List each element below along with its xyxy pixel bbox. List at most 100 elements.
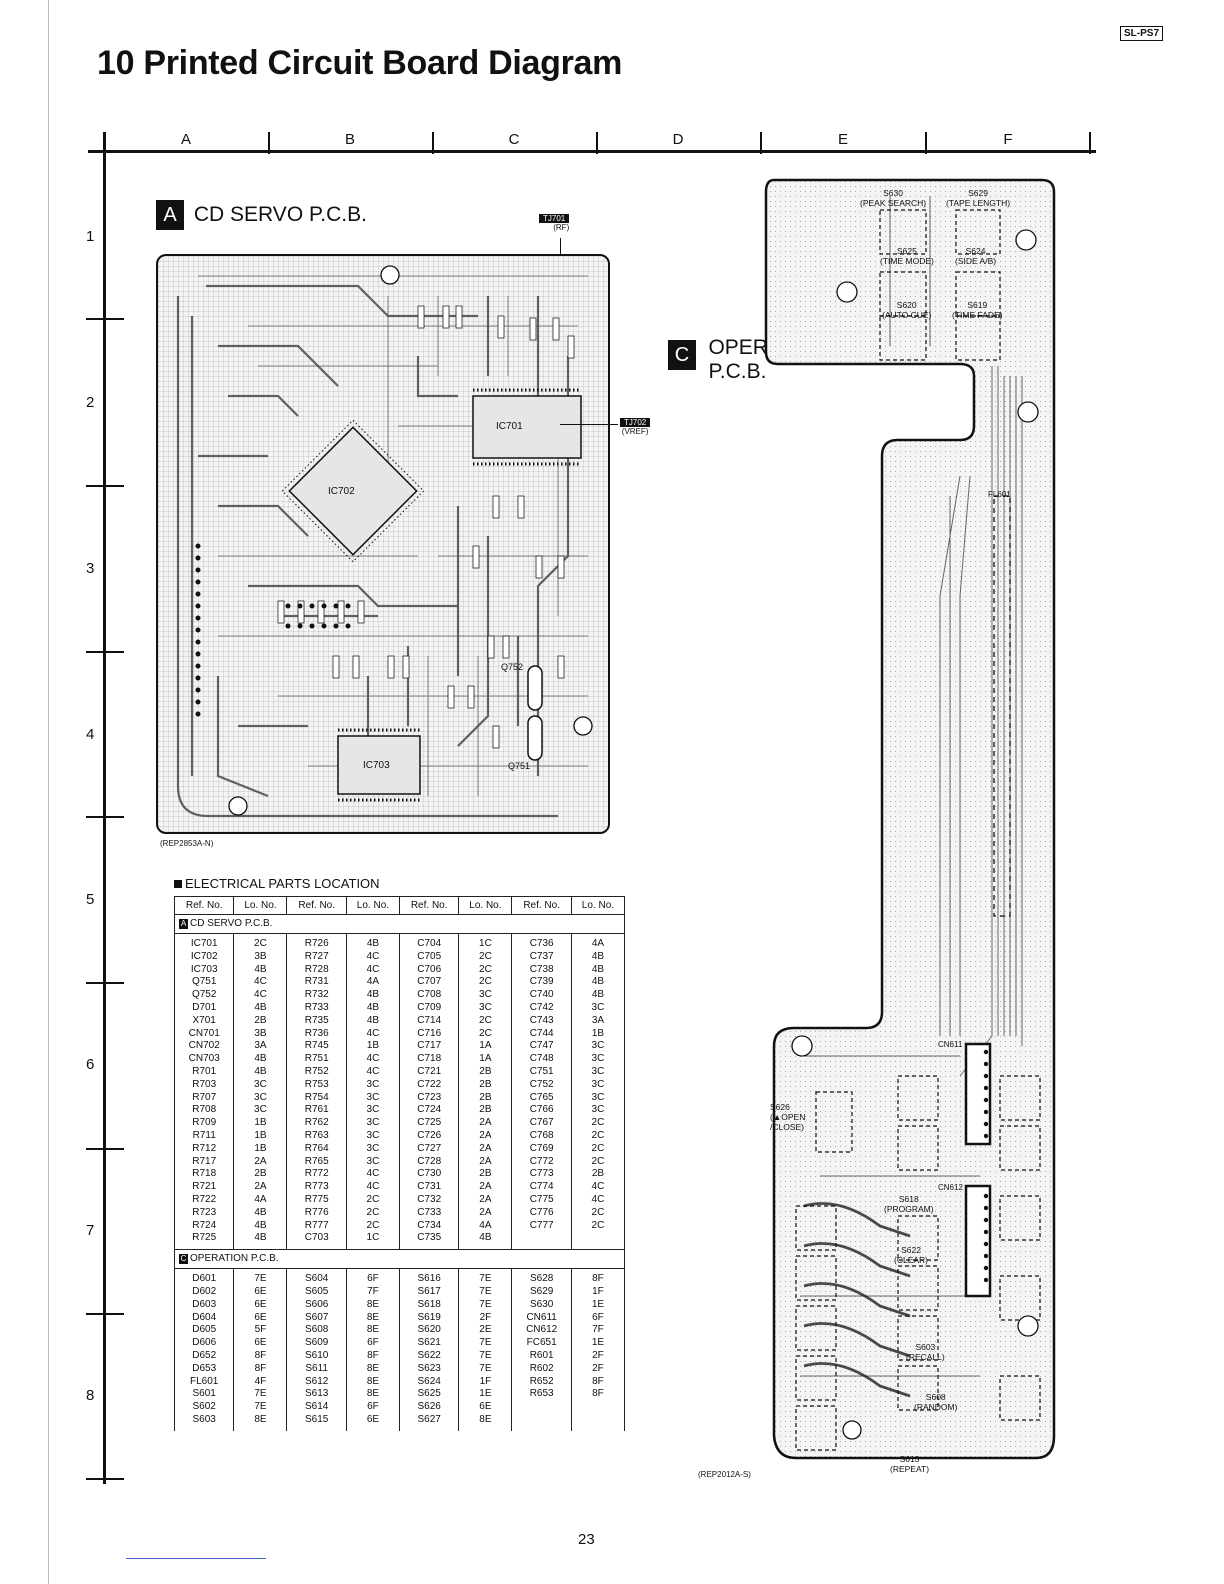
- table-cell: R724: [192, 1219, 217, 1231]
- row-tick: [86, 982, 124, 984]
- row-tick: [86, 318, 124, 320]
- table-cell: 4B: [254, 1001, 267, 1013]
- table-cell: 2C: [254, 938, 267, 949]
- s608-ref: S608: [925, 1392, 946, 1402]
- table-cell: S603: [192, 1413, 216, 1425]
- table-cell: 3C: [366, 1155, 380, 1167]
- table-cell: C742: [529, 1001, 554, 1013]
- table-cell: 7E: [479, 1337, 492, 1349]
- table-cell: [514, 1232, 568, 1245]
- col-divider: [596, 132, 598, 154]
- table-cell: C717: [417, 1040, 442, 1052]
- table-cell: 4B: [254, 1206, 267, 1218]
- table-cell: 4B: [254, 1065, 267, 1077]
- table-cell: D606: [192, 1337, 217, 1349]
- table-cell: 4C: [366, 1181, 380, 1193]
- board-a-title-text: CD SERVO P.C.B.: [193, 203, 367, 226]
- col-label-e: E: [837, 131, 848, 148]
- col-divider: [760, 132, 762, 154]
- table-cell: R776: [304, 1206, 329, 1218]
- table-cell: 1A: [479, 1040, 492, 1052]
- table-cell: CN702: [188, 1040, 220, 1052]
- s629-button: S629 (TAPE LENGTH): [946, 188, 1010, 208]
- table-cell: R717: [192, 1155, 217, 1167]
- tj702-sub: (VREF): [621, 427, 649, 436]
- header-lo-no: Lo. No.: [345, 896, 400, 915]
- table-cell: 8E: [366, 1311, 380, 1323]
- board-a-badge: A: [156, 200, 184, 230]
- table-cell: R727: [304, 950, 329, 962]
- table-cell: R601: [529, 1349, 554, 1361]
- header-ref-no: Ref. No.: [511, 896, 572, 915]
- table-cell: 4C: [366, 950, 380, 962]
- q752-label: Q752: [501, 662, 524, 672]
- header-ref-no: Ref. No.: [286, 896, 347, 915]
- table-cell: 8F: [592, 1273, 604, 1285]
- row-label-6: 6: [86, 1056, 95, 1073]
- table-cell: C703: [304, 1232, 329, 1244]
- table-cell: 3C: [254, 1091, 267, 1103]
- table-cell: 6F: [367, 1337, 379, 1349]
- table-cell: S630: [529, 1298, 554, 1310]
- table-cell: [514, 1401, 568, 1414]
- header-lo-no: Lo. No.: [233, 896, 288, 915]
- table-header-row: Ref. No. Lo. No. Ref. No. Lo. No. Ref. N…: [173, 896, 626, 915]
- table-cell: 4C: [591, 1193, 605, 1205]
- row-tick: [86, 1148, 124, 1150]
- table-cell: D701: [192, 1001, 217, 1013]
- table-cell: 3C: [591, 1104, 605, 1116]
- model-badge: SL-PS7: [1120, 26, 1164, 41]
- table-cell: 8E: [366, 1324, 380, 1336]
- table-cell: 4B: [591, 989, 605, 1001]
- table-cell: Q751: [191, 976, 217, 988]
- row-tick: [86, 485, 124, 487]
- col-divider: [432, 132, 434, 154]
- row-label-2: 2: [86, 394, 95, 411]
- table-cell: 6E: [479, 1401, 492, 1413]
- table-cell: 2C: [591, 1117, 605, 1129]
- table-cell: 4B: [254, 1053, 267, 1065]
- table-cell: C743: [529, 1014, 554, 1026]
- table-cell: 6F: [367, 1401, 379, 1413]
- section-c-badge: C: [179, 1254, 188, 1265]
- s626-function-1: (▲OPEN: [770, 1112, 806, 1122]
- table-cell: R726: [304, 938, 329, 949]
- table-cell: R753: [304, 1078, 329, 1090]
- table-cell: 8F: [592, 1388, 604, 1400]
- table-cell: R765: [304, 1155, 329, 1167]
- table-cell: R762: [304, 1117, 329, 1129]
- table-cell: C725: [417, 1117, 442, 1129]
- table-cell: 4B: [591, 976, 605, 988]
- parts-location-table: Ref. No. Lo. No. Ref. No. Lo. No. Ref. N…: [173, 896, 626, 1431]
- table-cell: C704: [417, 938, 442, 949]
- tj701-sub: (RF): [553, 223, 570, 232]
- s625-function: (TIME MODE): [880, 256, 934, 266]
- table-cell: D652: [192, 1349, 217, 1361]
- table-cell: 3C: [366, 1104, 380, 1116]
- table-cell: [574, 1414, 622, 1427]
- table-cell: C732: [417, 1193, 442, 1205]
- row-tick: [86, 651, 124, 653]
- table-cell: C765: [529, 1091, 554, 1103]
- s618-button: S618 (PROGRAM): [884, 1194, 934, 1214]
- table-cell: 4C: [366, 1053, 380, 1065]
- table-cell: C718: [417, 1053, 442, 1065]
- table-cell: D604: [192, 1311, 217, 1323]
- table-cell: 4C: [366, 1065, 380, 1077]
- table-cell: 4B: [591, 950, 605, 962]
- s608-function: (RANDOM): [914, 1402, 958, 1412]
- table-cell: FC651: [526, 1337, 557, 1349]
- table-cell: 2A: [479, 1193, 492, 1205]
- table-cell: 3C: [254, 1104, 267, 1116]
- table-cell: C774: [529, 1181, 554, 1193]
- row-tick: [86, 816, 124, 818]
- col-label-c: C: [508, 131, 520, 148]
- col-divider: [1089, 132, 1091, 154]
- row-label-5: 5: [86, 891, 95, 908]
